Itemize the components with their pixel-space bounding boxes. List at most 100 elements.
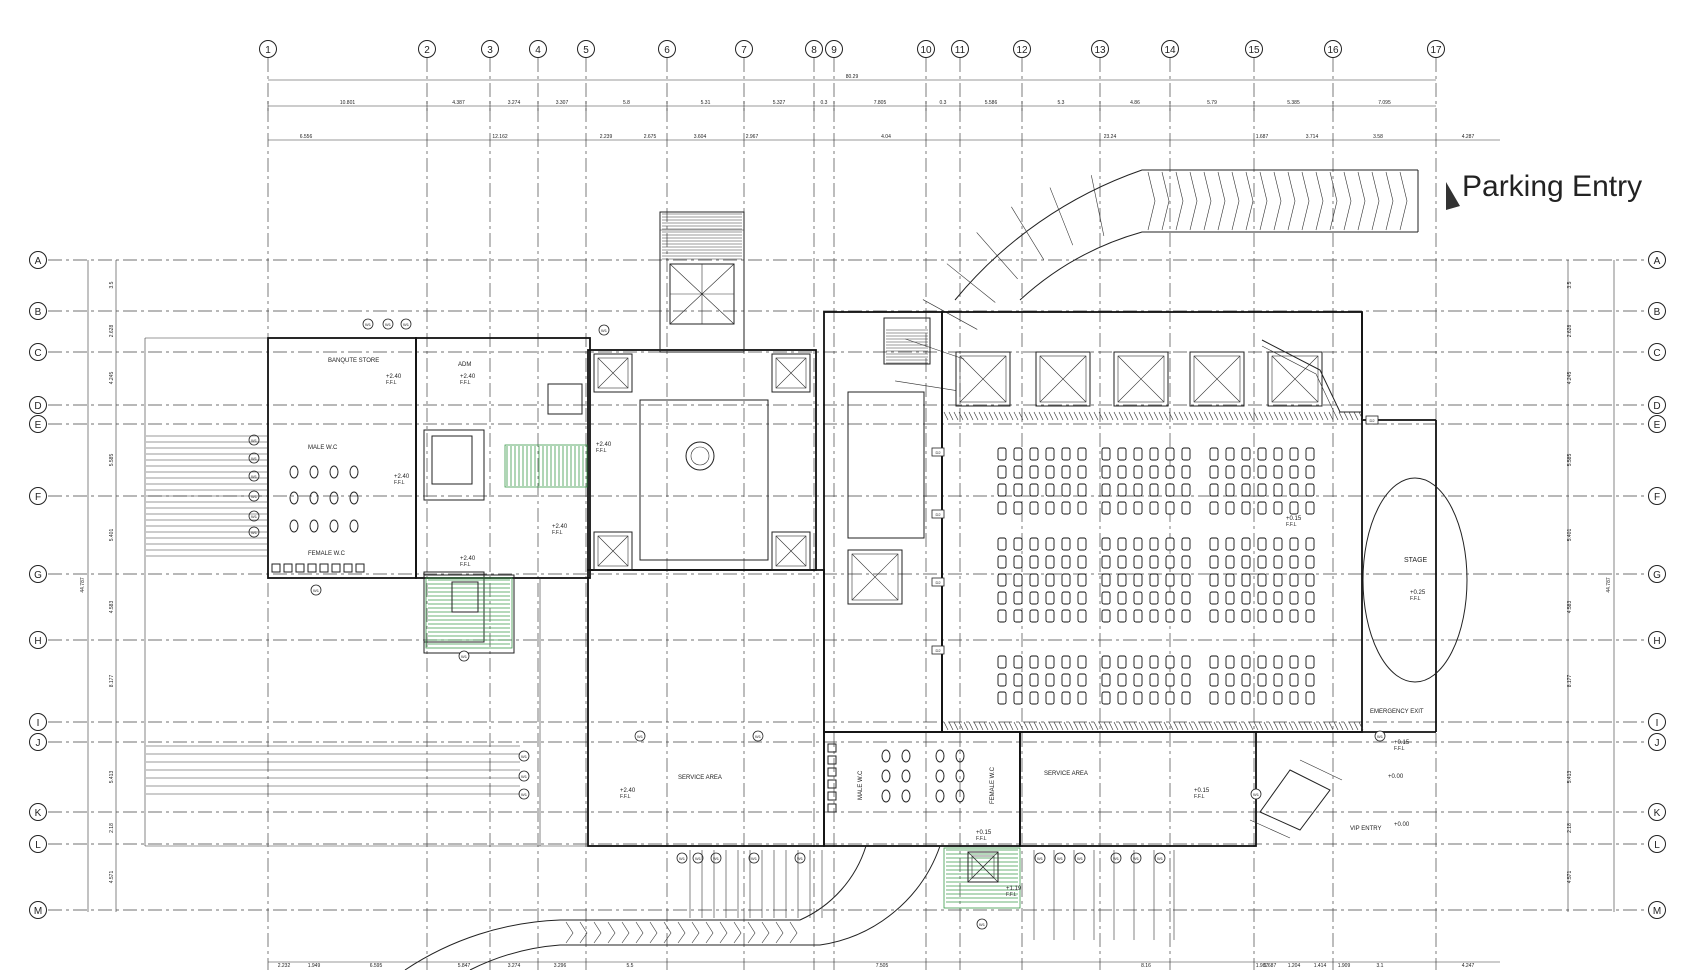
grid-column-label: 8 (811, 45, 817, 56)
grid-bubble (29, 302, 47, 320)
wall-hatch (948, 411, 954, 421)
wall-hatch (1023, 721, 1029, 731)
wall-hatch (1043, 721, 1049, 731)
toilet (881, 749, 891, 763)
seat (1149, 609, 1159, 623)
ramp-chevron (1245, 171, 1254, 231)
grid-column-label: 13 (1094, 45, 1106, 56)
seat (1165, 501, 1175, 515)
void-cross (851, 553, 899, 601)
void-box-inner (1117, 355, 1165, 403)
seat (1013, 501, 1023, 515)
dimension-value: 3.274 (508, 963, 521, 969)
seat (1045, 447, 1055, 461)
void-box-inner (959, 355, 1007, 403)
seat (1273, 483, 1283, 497)
grid-bubble (529, 40, 547, 58)
door-tag-label: D2 (935, 648, 941, 653)
male-wc-label: MALE W.C (308, 445, 338, 451)
seat (1241, 447, 1251, 461)
dimension-value: 7.505 (876, 963, 889, 969)
wall-hatch (1093, 411, 1099, 421)
wall-hatch (1338, 721, 1344, 731)
toilet (329, 491, 339, 505)
seat (1149, 655, 1159, 669)
stage-label: STAGE (1404, 557, 1428, 564)
wall-hatch (963, 721, 969, 731)
toilet (309, 465, 319, 479)
seat (1077, 483, 1087, 497)
wall-hatch (1298, 411, 1304, 421)
seat (1289, 465, 1299, 479)
seat (1225, 555, 1235, 569)
seat (997, 591, 1007, 605)
seat (1149, 555, 1159, 569)
grid-bubble (29, 565, 47, 583)
wall-hatch (1263, 721, 1269, 731)
grid-row-label: G (34, 570, 42, 581)
ramp-chevron (1287, 171, 1296, 231)
tag-label: W1 (1077, 856, 1084, 861)
wall-hatch (963, 411, 969, 421)
dimension-value: 3.5 (1567, 281, 1573, 288)
tag-bubble (1374, 730, 1386, 742)
seat (1273, 537, 1283, 551)
seat (1241, 465, 1251, 479)
void-box (847, 549, 903, 605)
ramp-chevron (747, 921, 756, 944)
seat (1077, 573, 1087, 587)
grid-row-label: I (37, 718, 40, 729)
seat (1101, 447, 1111, 461)
tag-label: W1 (713, 856, 720, 861)
wall-hatch (1358, 721, 1364, 731)
grid-bubble (1648, 251, 1666, 269)
grid-bubble (1648, 343, 1666, 361)
wall-hatch (1318, 721, 1324, 731)
tag-label: W1 (1377, 734, 1384, 739)
seat (1289, 483, 1299, 497)
ramp-chevron (1385, 171, 1394, 231)
grid-row-label: D (1653, 401, 1660, 412)
seat (1029, 691, 1039, 705)
level-mark: +1.19 (1006, 886, 1022, 892)
seat (1045, 537, 1055, 551)
grid-row-label: C (1653, 348, 1660, 359)
seat (1257, 447, 1267, 461)
ramp-chevron (946, 263, 996, 303)
seat (1149, 537, 1159, 551)
dimension-value: 7.095 (1378, 100, 1391, 106)
stair-well (451, 581, 479, 613)
ramp-chevron (922, 299, 978, 330)
seat (1117, 447, 1127, 461)
grid-bubble (1161, 40, 1179, 58)
seat (1181, 673, 1191, 687)
tag-bubble (248, 434, 260, 446)
seat (1117, 691, 1127, 705)
seat (1165, 691, 1175, 705)
wall-hatch (1323, 721, 1329, 731)
auditorium-seating (997, 447, 1315, 705)
level-ffl: F.F.L (394, 480, 405, 486)
wall-hatch (1208, 411, 1214, 421)
dimension-value: 4.245 (109, 372, 115, 385)
ramp-chevron (607, 921, 616, 944)
seat (1077, 609, 1087, 623)
service-area-2-label: SERVICE AREA (1044, 771, 1088, 777)
wall-hatch (1208, 721, 1214, 731)
tag-bubble (1154, 852, 1166, 864)
wall-hatch (1348, 411, 1354, 421)
level-ffl: F.F.L (1006, 892, 1017, 898)
seat (1077, 537, 1087, 551)
tag-bubble (382, 318, 394, 330)
grid-row-label: E (35, 420, 42, 431)
void-box-inner (1193, 355, 1241, 403)
seat (1305, 691, 1315, 705)
dimension-value: 5.327 (773, 100, 786, 106)
seat (1077, 501, 1087, 515)
wall-hatch (1218, 721, 1224, 731)
wall-hatch (1108, 411, 1114, 421)
wall-hatch (1278, 411, 1284, 421)
wall-hatch (1048, 721, 1054, 731)
grid-bubble (805, 40, 823, 58)
seat (1241, 555, 1251, 569)
